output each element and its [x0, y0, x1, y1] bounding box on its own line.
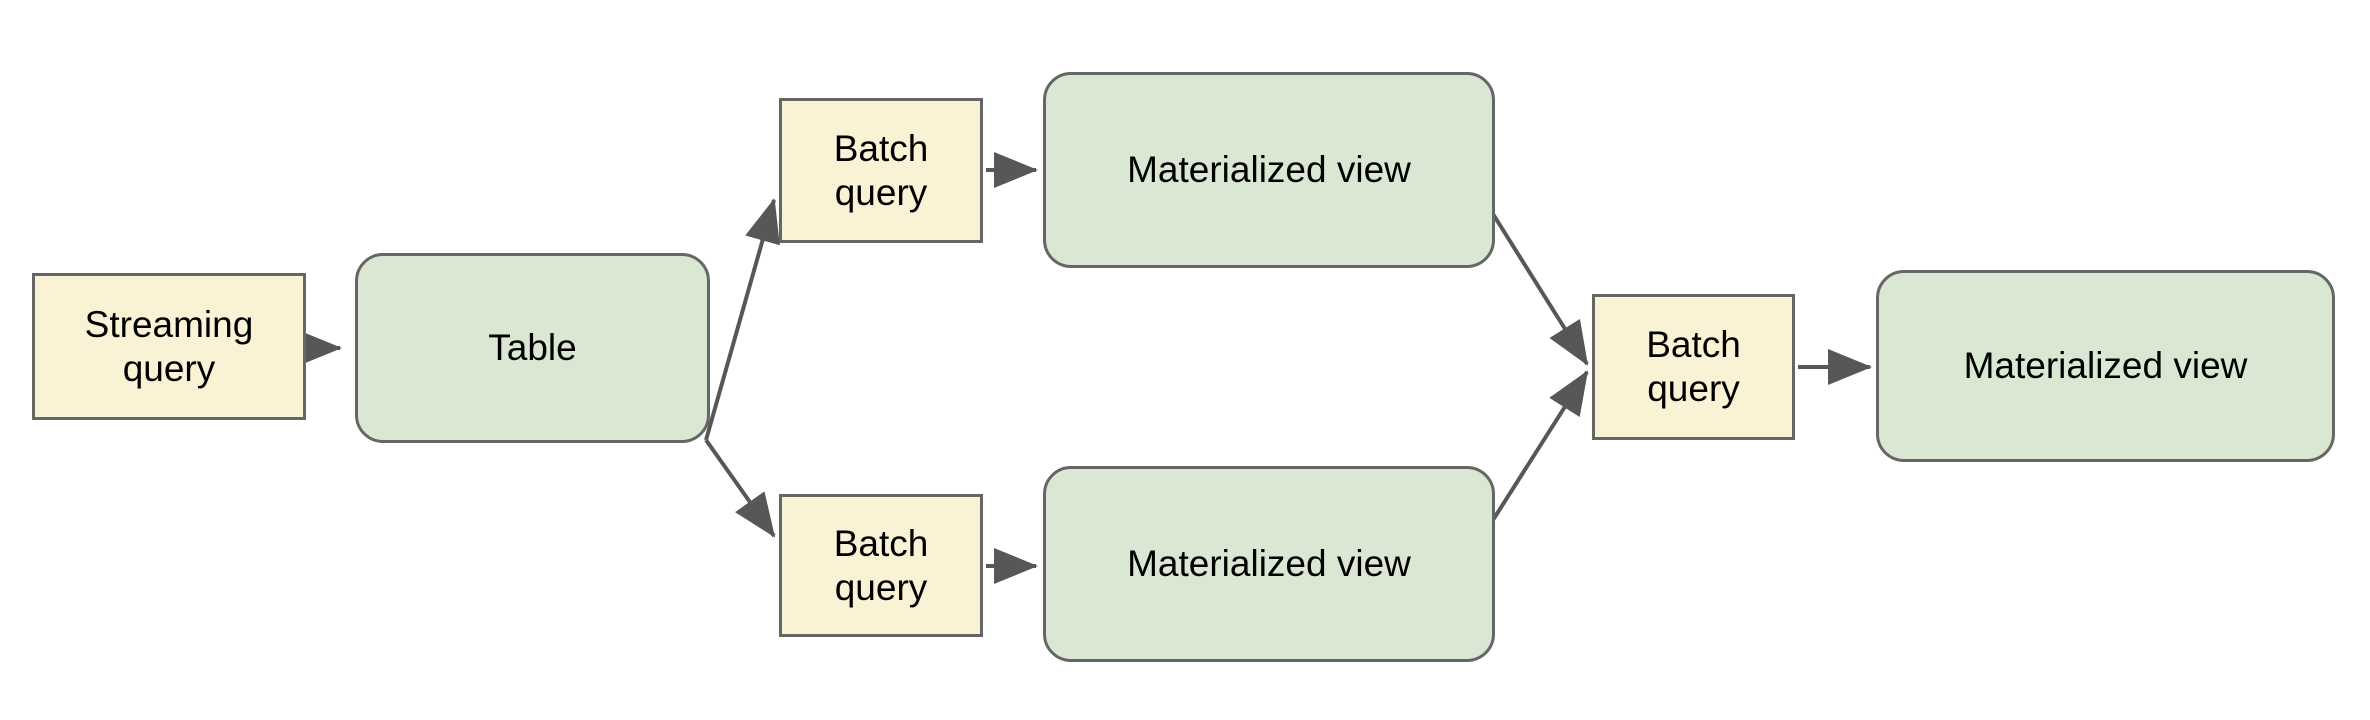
- node-label-streaming-query: Streaming query: [84, 303, 254, 389]
- node-streaming-query[interactable]: Streaming query: [32, 273, 306, 420]
- edge-materialized-view-top-to-batch-query-right: [1491, 212, 1589, 366]
- node-table[interactable]: Table: [355, 253, 710, 443]
- node-label-materialized-view-top: Materialized view: [1127, 149, 1411, 191]
- node-materialized-view-bottom[interactable]: Materialized view: [1043, 466, 1495, 662]
- node-label-materialized-view-right: Materialized view: [1963, 345, 2248, 387]
- node-batch-query-right[interactable]: Batch query: [1592, 294, 1795, 440]
- node-batch-query-bottom[interactable]: Batch query: [779, 494, 983, 637]
- node-label-batch-query-top: Batch query: [833, 127, 929, 213]
- node-label-materialized-view-bottom: Materialized view: [1127, 543, 1411, 585]
- edge-table-to-batch-query-top: [704, 198, 780, 441]
- node-label-table: Table: [488, 327, 577, 369]
- node-label-batch-query-bottom: Batch query: [833, 522, 929, 608]
- edge-materialized-view-bottom-to-batch-query-right: [1491, 370, 1589, 522]
- node-label-batch-query-right: Batch query: [1646, 324, 1741, 409]
- edge-table-to-batch-query-bottom: [704, 438, 776, 538]
- node-materialized-view-top[interactable]: Materialized view: [1043, 72, 1495, 268]
- node-materialized-view-right[interactable]: Materialized view: [1876, 270, 2335, 462]
- node-batch-query-top[interactable]: Batch query: [779, 98, 983, 243]
